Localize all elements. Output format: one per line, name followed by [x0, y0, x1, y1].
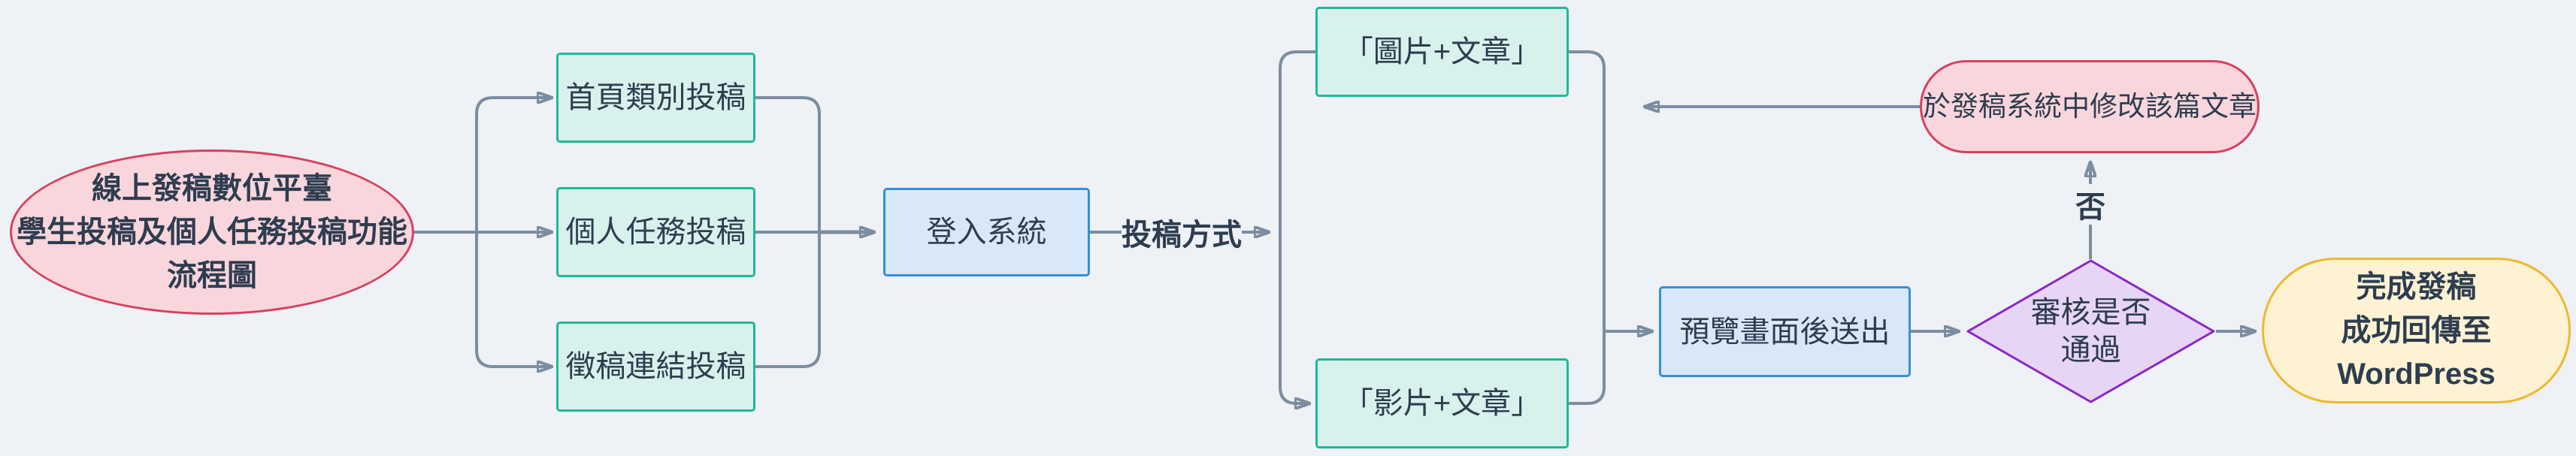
edge-start-to-home	[475, 98, 552, 232]
diamond-shape	[1966, 259, 2215, 403]
edge-link-merge	[755, 232, 821, 368]
edge-video-merge	[1569, 331, 1606, 405]
node-start: 線上發稿數位平臺 學生投稿及個人任務投稿功能 流程圖	[10, 149, 414, 315]
review-decision-label: 審核是否 通過	[2030, 296, 2151, 367]
edge-image-merge	[1569, 50, 1606, 331]
node-option-image-article: 「圖片+文章」	[1315, 7, 1569, 97]
edge-label-no: 否	[2071, 186, 2110, 224]
node-review-decision: 審核是否 通過	[1966, 259, 2216, 403]
edge-start-to-link	[475, 232, 552, 367]
node-login: 登入系統	[883, 188, 1090, 276]
node-modify-article: 於發稿系統中修改該篇文章	[1920, 60, 2260, 153]
edge-label-method: 投稿方式	[1122, 213, 1242, 252]
edge-home-merge	[755, 96, 821, 232]
node-option-video-article: 「影片+文章」	[1315, 358, 1569, 448]
edge-branch-to-video	[1279, 232, 1309, 403]
node-personal-task-submit: 個人任務投稿	[556, 187, 755, 277]
node-call-link-submit: 徵稿連結投稿	[556, 322, 755, 412]
node-preview-submit: 預覽畫面後送出	[1659, 286, 1911, 377]
edge-branch-to-image	[1279, 50, 1315, 232]
node-done-wordpress: 完成發稿 成功回傳至WordPress	[2262, 258, 2571, 403]
node-home-category-submit: 首頁類別投稿	[556, 53, 755, 143]
